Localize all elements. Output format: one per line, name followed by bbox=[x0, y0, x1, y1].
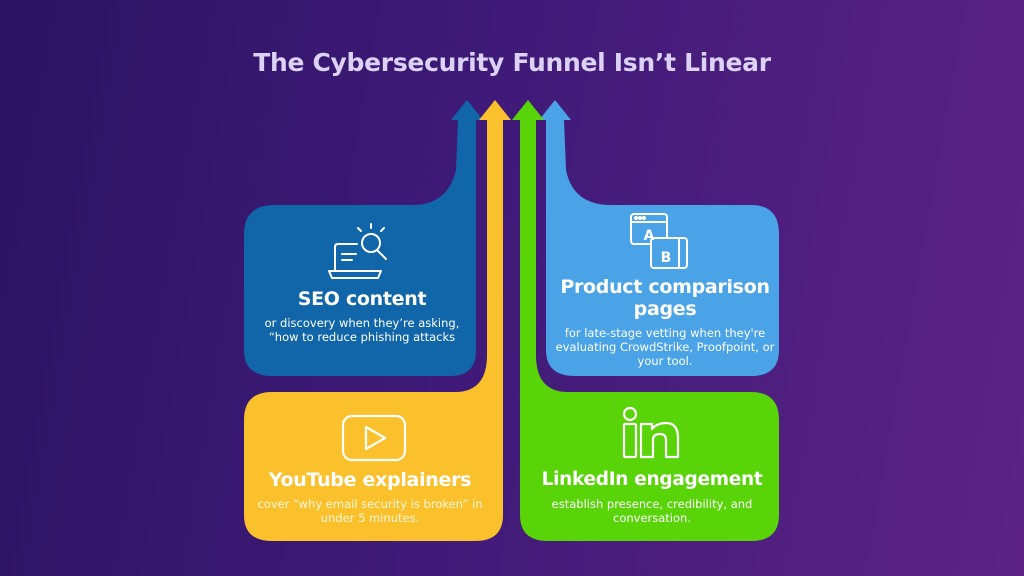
youtube-description: cover “why email security is broken” in … bbox=[257, 497, 483, 525]
laptop-search-icon bbox=[328, 223, 387, 279]
linkedin-logo-icon bbox=[622, 406, 680, 459]
linkedin-heading: LinkedIn engagement bbox=[541, 469, 763, 490]
seo-description: or discovery when they’re asking, “how t… bbox=[264, 316, 460, 344]
ab-icon-label-b: B bbox=[661, 250, 672, 266]
youtube-heading: YouTube explainers bbox=[268, 469, 472, 491]
linkedin-card-shape bbox=[512, 100, 779, 541]
seo-card-text: SEO content or discovery when they’re as… bbox=[264, 288, 460, 344]
page-title: The Cybersecurity Funnel Isn’t Linear bbox=[253, 48, 771, 77]
youtube-card-text: YouTube explainers cover “why email secu… bbox=[255, 469, 485, 525]
linkedin-card-text: LinkedIn engagement establish presence, … bbox=[522, 469, 782, 525]
play-button-icon bbox=[341, 414, 407, 462]
youtube-card-shape bbox=[244, 100, 511, 541]
ab-test-icon: A B bbox=[630, 213, 688, 269]
seo-heading: SEO content bbox=[297, 288, 427, 310]
linkedin-card bbox=[512, 100, 779, 541]
youtube-card bbox=[244, 100, 511, 541]
comparison-heading: Product comparison pages bbox=[560, 276, 770, 320]
comparison-description: for late-stage vetting when they're eval… bbox=[555, 326, 775, 368]
linkedin-description: establish presence, credibility, and con… bbox=[551, 497, 753, 525]
comparison-card-text: Product comparison pages for late-stage … bbox=[552, 276, 778, 368]
ab-icon-label-a: A bbox=[644, 228, 655, 244]
